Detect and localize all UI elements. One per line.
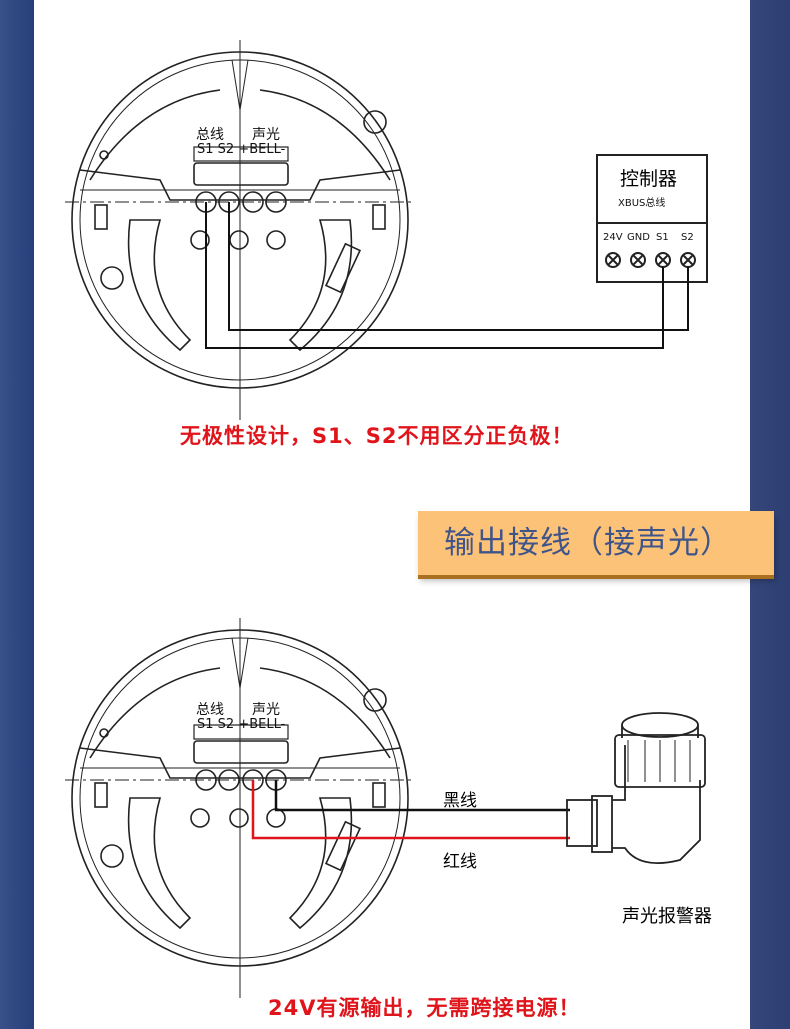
terminal-gnd: GND bbox=[627, 232, 650, 243]
terminal-s1: S1 bbox=[656, 232, 669, 243]
terminal-strip-2: S1 S2 +BELL- bbox=[197, 717, 286, 732]
controller-box bbox=[596, 154, 708, 283]
note-power: 24V有源输出，无需跨接电源！ bbox=[268, 996, 581, 1020]
bus-label-2: 总线 bbox=[196, 702, 224, 718]
black-wire-label: 黑线 bbox=[443, 791, 477, 811]
wire-s1 bbox=[205, 202, 664, 349]
red-wire bbox=[251, 780, 570, 840]
controller-title: 控制器 bbox=[620, 168, 678, 190]
sound-light-alarm bbox=[566, 712, 706, 865]
terminal-strip-1: S1 S2 +BELL- bbox=[197, 142, 286, 157]
note-polarity: 无极性设计，S1、S2不用区分正负极！ bbox=[180, 424, 574, 448]
sound-light-label-2: 声光 bbox=[252, 702, 280, 718]
terminal-24v: 24V bbox=[603, 232, 623, 243]
detector-base-top bbox=[64, 39, 416, 421]
controller-subtitle: XBUS总线 bbox=[618, 198, 666, 209]
terminal-s2: S2 bbox=[681, 232, 694, 243]
section-title-banner: 输出接线（接声光） bbox=[418, 511, 774, 575]
sound-light-label-1: 声光 bbox=[252, 127, 280, 143]
bus-label-1: 总线 bbox=[196, 127, 224, 143]
red-wire-label: 红线 bbox=[443, 852, 477, 872]
wire-s2 bbox=[228, 202, 689, 331]
black-wire bbox=[274, 780, 570, 812]
alarm-label: 声光报警器 bbox=[622, 906, 712, 927]
detector-base-bottom bbox=[64, 617, 416, 999]
